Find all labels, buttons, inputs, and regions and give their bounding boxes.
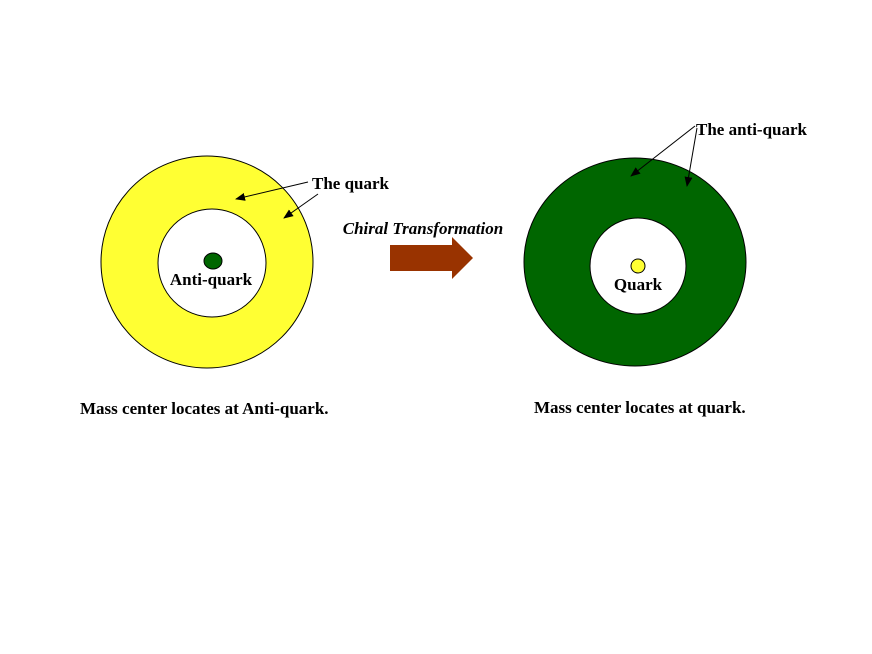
quark-center-dot xyxy=(630,258,646,274)
transformation-arrow-icon xyxy=(390,237,473,279)
quark-pointer-arrow-1 xyxy=(235,181,309,201)
left-caption: Mass center locates at Anti-quark. xyxy=(80,399,329,418)
left-configuration: Anti-quark The quark Mass center locates… xyxy=(80,155,390,418)
quark-label: Quark xyxy=(614,275,663,294)
right-caption: Mass center locates at quark. xyxy=(534,398,746,417)
the-anti-quark-label: The anti-quark xyxy=(696,120,808,139)
quark-pointer-arrow-2 xyxy=(283,193,319,219)
right-configuration: Quark The anti-quark Mass center locates… xyxy=(523,120,808,417)
anti-quark-label: Anti-quark xyxy=(170,270,253,289)
anti-quark-pointer-arrow-1 xyxy=(630,125,696,177)
transformation: Chiral Transformation xyxy=(343,219,503,279)
the-quark-label: The quark xyxy=(312,174,390,193)
chiral-transformation-label: Chiral Transformation xyxy=(343,219,503,238)
anti-quark-center-dot xyxy=(203,252,223,270)
anti-quark-pointer-arrow-2 xyxy=(684,127,698,187)
